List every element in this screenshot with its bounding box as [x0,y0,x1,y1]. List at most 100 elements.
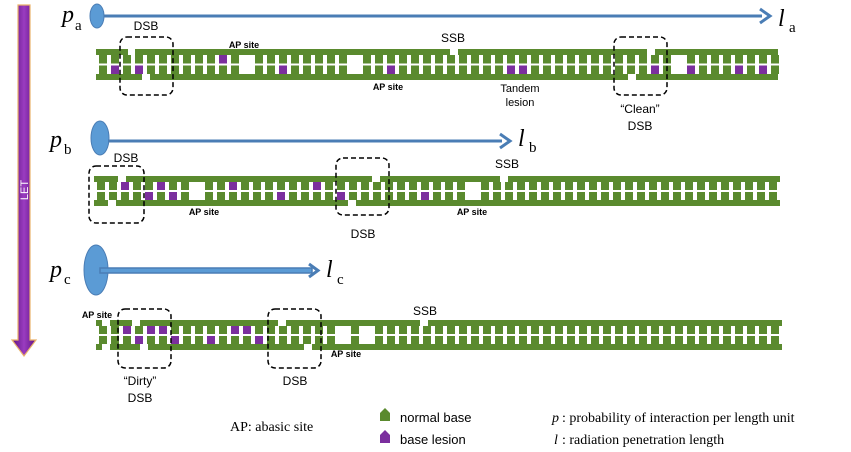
strand-b-base-top [217,182,225,190]
strand-b-base-top [169,182,177,190]
strand-a-base-bottom [555,65,563,74]
strand-b-base-bottom [745,192,753,200]
strand-a-base-bottom [195,65,203,74]
strand-b-base-top [181,182,189,190]
label-b-ap1: AP site [189,207,219,217]
strand-a-base-top [339,55,347,64]
strand-b-base-bottom [433,192,441,200]
strand-c-base-bottom [675,336,683,344]
strand-c-rail-bot-segment [312,344,782,350]
strand-b-base-bottom [133,192,141,200]
strand-c-base-top [399,326,407,334]
strand-a-base-bottom [447,65,455,74]
strand-c-base-top [351,326,359,334]
strand-a-base-top [387,55,395,64]
strand-c-base-bottom [615,336,623,344]
strand-a-rail-top-segment [135,49,450,55]
strand-b-base-top [421,182,429,190]
strand-b-base-top [517,182,525,190]
strand-c-base-top [267,326,275,334]
strand-c-base-bottom [483,336,491,344]
track-c-p-sub: c [64,272,71,288]
strand-b-base-top [361,182,369,190]
strand-c-base-top [507,326,515,334]
strand-c-base-bottom [627,336,635,344]
strand-a-base-bottom [111,65,119,74]
strand-c-base-bottom [423,336,431,344]
strand-b-base-top [505,182,513,190]
strand-b-rail-bot-segment [356,200,780,206]
strand-a-base-bottom [735,65,743,74]
strand-b-base-top [577,182,585,190]
strand-b-base-top [445,182,453,190]
strand-a-base-top [591,55,599,64]
dsb-box-b1 [88,165,145,224]
strand-a-base-top [411,55,419,64]
strand-c-rail-top-segment [286,320,420,326]
strand-a-base-bottom [711,65,719,74]
strand-a-base-bottom [543,65,551,74]
strand-c-rail-bot-segment [148,344,304,350]
strand-b-base-bottom [541,192,549,200]
strand-a-base-bottom [255,65,263,74]
dirty-dsb-box [117,308,172,369]
label-c-ssb: SSB [413,304,437,318]
strand-b-base-top [673,182,681,190]
strand-a-base-bottom [303,65,311,74]
strand-b-base-top [457,182,465,190]
strand-b-base-top [265,182,273,190]
strand-a-rail-top-segment [96,49,128,55]
strand-c-base-top [747,326,755,334]
strand-a-base-top [771,55,779,64]
strand-b-base-top [661,182,669,190]
strand-b-base-top [637,182,645,190]
label-a-ap1: AP site [229,40,259,50]
strand-c-base-bottom [591,336,599,344]
strand-a-base-top [687,55,695,64]
track-a-annotations: DSB AP site AP site SSB Tandem lesion “C… [119,19,668,133]
strand-c-rail-top-segment [140,320,278,326]
strand-b-base-bottom [157,192,165,200]
strand-b-base-bottom [733,192,741,200]
strand-a-base-bottom [627,65,635,74]
label-a-clean1: “Clean” [620,102,659,116]
strand-a-base-bottom [567,65,575,74]
strand-b-base-top [481,182,489,190]
track-b-annotations: DSB AP site DSB SSB AP site [88,151,519,241]
strand-a-base-bottom [723,65,731,74]
strand-c-base-bottom [747,336,755,344]
dsb-box-c [267,308,322,369]
strand-c-base-top [411,326,419,334]
strand-c-base-top [591,326,599,334]
strand-b-base-top [493,182,501,190]
strand-a-base-bottom [651,65,659,74]
strand-a-base-top [555,55,563,64]
strand-a-base-bottom [615,65,623,74]
strand-c-base-bottom [435,336,443,344]
strand-c-base-top [711,326,719,334]
strand-b-base-top [589,182,597,190]
label-a-dsb: DSB [134,19,159,33]
strand-c-base-bottom [147,336,155,344]
strand-b-base-bottom [673,192,681,200]
dna-strand-a [95,49,785,80]
strand-a-base-bottom [363,65,371,74]
track-b-l-sub: b [529,140,537,156]
strand-a-base-top [639,55,647,64]
strand-c-base-bottom [279,336,287,344]
strand-b-base-bottom [481,192,489,200]
strand-b-base-bottom [397,192,405,200]
strand-b-rail-top-segment [126,176,372,182]
strand-a-base-top [399,55,407,64]
strand-a-base-top [735,55,743,64]
strand-a-base-bottom [687,65,695,74]
label-b-ssb: SSB [495,157,519,171]
strand-c-base-top [483,326,491,334]
legend-l-def: : radiation penetration length [562,433,724,448]
strand-b-base-top [145,182,153,190]
strand-c-base-bottom [399,336,407,344]
strand-b-base-bottom [445,192,453,200]
track-c-header: p c l c [48,244,344,296]
strand-c-base-bottom [387,336,395,344]
